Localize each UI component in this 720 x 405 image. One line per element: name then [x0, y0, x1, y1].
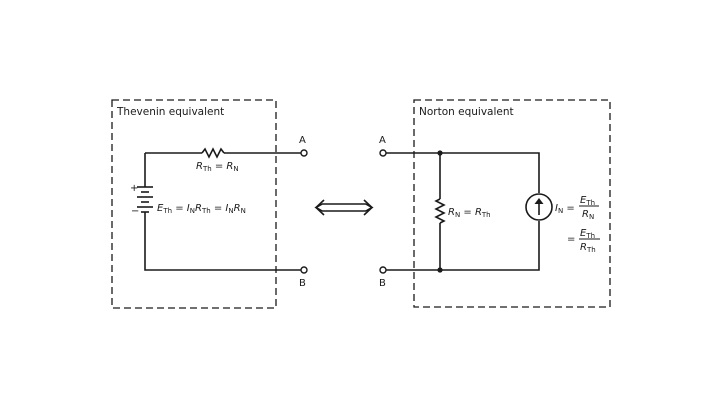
- norton-dashed-border: [413, 99, 611, 308]
- norton-terminal-a-label: A: [379, 135, 386, 146]
- thevenin-bottom-wire: [144, 216, 301, 271]
- thevenin-panel: Thevenin equivalent + − A B RTh = RN ETh…: [111, 99, 308, 309]
- current-source-icon: [525, 193, 553, 221]
- norton-top-wire: [386, 152, 540, 193]
- battery-icon: [137, 186, 153, 216]
- norton-resistor: [434, 198, 446, 224]
- thevenin-dashed-border: [111, 99, 277, 309]
- thevenin-resistor-label: RTh = RN: [196, 161, 239, 173]
- norton-terminal-b-icon: [379, 266, 387, 274]
- thevenin-title: Thevenin equivalent: [116, 106, 224, 118]
- thevenin-terminal-b-label: B: [299, 278, 306, 289]
- norton-terminal-b-label: B: [379, 278, 386, 289]
- fraction-1-numerator: ETh: [580, 195, 595, 207]
- battery-minus-sign: −: [131, 206, 139, 217]
- norton-junction-top-icon: [437, 150, 443, 156]
- norton-panel: Norton equivalent A B RN = RTh IN = ETh …: [379, 99, 611, 308]
- thevenin-terminal-b-icon: [300, 266, 308, 274]
- thevenin-terminal-a-label: A: [299, 135, 306, 146]
- norton-junction-bottom-icon: [437, 267, 443, 273]
- norton-title: Norton equivalent: [419, 106, 514, 118]
- thevenin-resistor: [201, 147, 225, 159]
- fraction-2-denominator: RTh: [580, 242, 596, 254]
- norton-current-label: IN =: [555, 203, 575, 215]
- battery-plus-sign: +: [130, 183, 138, 194]
- norton-terminal-a-icon: [379, 149, 387, 157]
- norton-resistor-label: RN = RTh: [448, 207, 491, 219]
- fraction-2-equals: =: [567, 234, 575, 245]
- double-arrow-icon: [314, 199, 374, 216]
- thevenin-terminal-a-icon: [300, 149, 308, 157]
- thevenin-source-label: ETh = INRTh = INRN: [157, 203, 246, 215]
- fraction-1-denominator: RN: [582, 209, 594, 221]
- fraction-2-numerator: ETh: [580, 228, 595, 240]
- norton-bottom-wire: [386, 221, 540, 271]
